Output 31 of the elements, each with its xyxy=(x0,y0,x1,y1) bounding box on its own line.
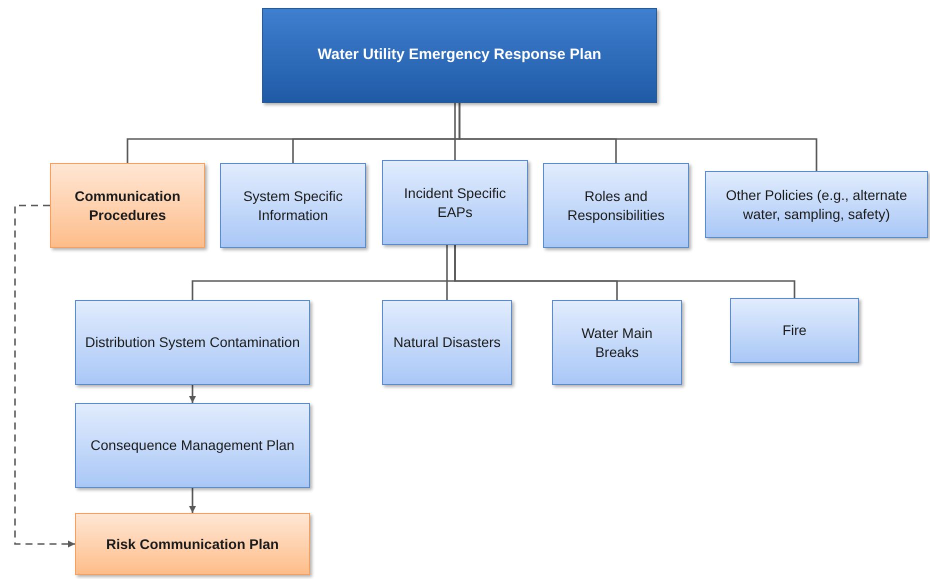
arrow xyxy=(189,488,196,513)
box-label: Consequence Management Plan xyxy=(90,436,294,455)
plan-box xyxy=(75,513,310,575)
box-label: Other Policies (e.g., alternate water, sampling, safety) xyxy=(724,186,908,224)
plan-box xyxy=(382,160,528,245)
box-label: Water Utility Emergency Response Plan xyxy=(318,45,602,66)
plan-box xyxy=(552,300,682,385)
box-label: Communication Procedures xyxy=(74,186,182,224)
box-label: Incident Specific EAPs xyxy=(403,184,507,222)
box-label: System Specific Information xyxy=(242,186,344,224)
connector-line xyxy=(458,103,818,171)
plan-box xyxy=(382,300,512,385)
arrow xyxy=(189,385,196,403)
box-label: Water Main Breaks xyxy=(580,324,654,362)
connector-line xyxy=(446,245,448,300)
plan-box xyxy=(75,300,310,385)
plan-box xyxy=(50,163,205,248)
box-label: Risk Communication Plan xyxy=(106,534,279,554)
box-label: Fire xyxy=(782,321,807,340)
connector-line xyxy=(454,103,456,160)
box-label: Natural Disasters xyxy=(393,333,501,352)
arrow xyxy=(14,204,75,548)
title-box xyxy=(262,8,657,103)
plan-box xyxy=(543,163,689,248)
plan-box xyxy=(75,403,310,488)
box-label: Roles and Responsibilities xyxy=(566,186,666,224)
plan-box xyxy=(220,163,366,248)
plan-box xyxy=(705,171,928,238)
connector-line xyxy=(454,245,796,298)
box-label: Distribution System Contamination xyxy=(85,333,300,352)
plan-box xyxy=(730,298,859,363)
